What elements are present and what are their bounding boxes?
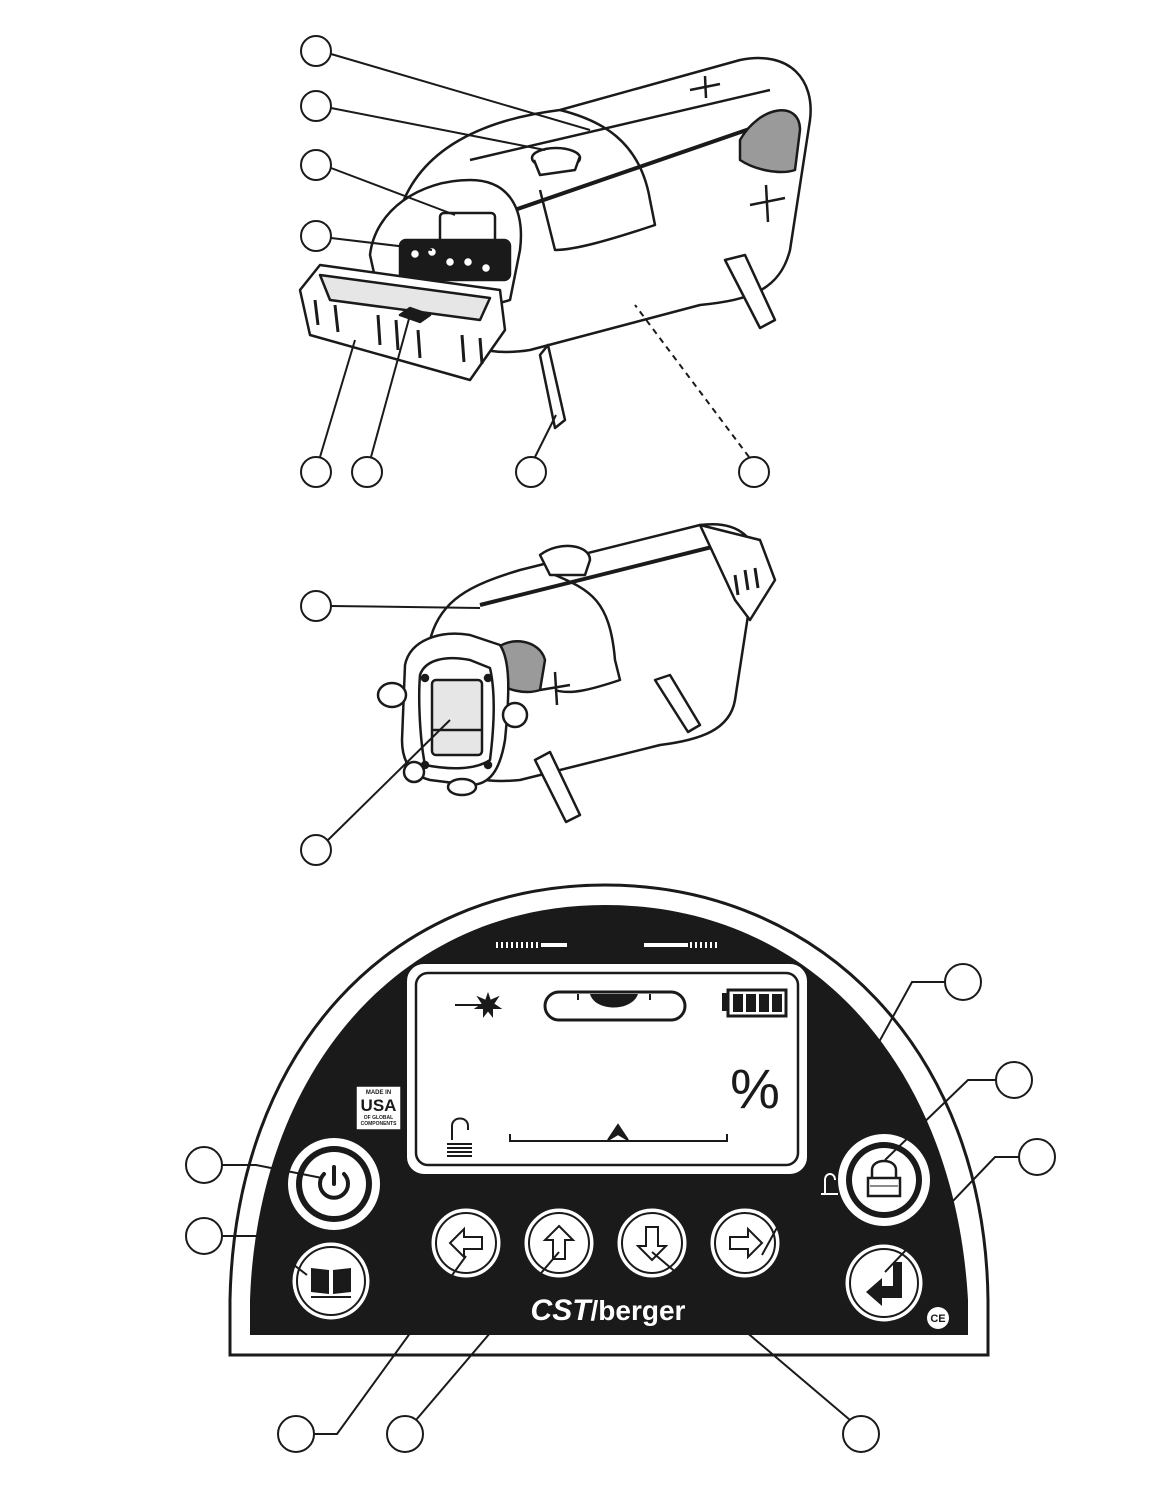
front-key	[410, 249, 420, 259]
callout-circle	[301, 36, 331, 66]
callout-circle	[301, 150, 331, 180]
pipe-laser-rear-view	[378, 524, 775, 822]
arrow-up-button[interactable]	[523, 1207, 595, 1279]
leader-line	[535, 415, 556, 457]
top-knob	[540, 546, 590, 575]
rear-window	[432, 680, 482, 755]
screw	[422, 675, 428, 681]
ce-mark-text: CE	[930, 1313, 945, 1325]
brand-logo: CST/berger	[531, 1294, 686, 1327]
brand-name-bold: CST	[531, 1294, 594, 1327]
leader-line	[320, 340, 355, 457]
front-key	[445, 257, 455, 267]
arrow-right-button[interactable]	[709, 1207, 781, 1279]
callout-circle	[516, 457, 546, 487]
callout-circle	[301, 91, 331, 121]
callout-circle	[301, 221, 331, 251]
level-vial-icon	[545, 992, 685, 1020]
callout-circle	[352, 457, 382, 487]
brand-name-regular: /berger	[591, 1295, 686, 1326]
screw	[485, 675, 491, 681]
screw	[485, 762, 491, 768]
enter-button[interactable]	[844, 1243, 924, 1323]
callout-circle	[843, 1416, 879, 1452]
callout-circle	[387, 1416, 423, 1452]
leader-line-dashed	[635, 305, 749, 457]
battery-icon	[722, 990, 786, 1016]
ce-mark: CE	[927, 1307, 949, 1329]
badge-line2: USA	[361, 1096, 397, 1115]
callout-circle	[1019, 1139, 1055, 1175]
lock-button[interactable]	[838, 1134, 930, 1226]
callout-circle	[301, 835, 331, 865]
callout-circle	[301, 591, 331, 621]
callout-circle	[739, 457, 769, 487]
front-key	[463, 257, 473, 267]
made-in-usa-badge: MADE IN USA OF GLOBAL COMPONENTS	[356, 1086, 401, 1130]
front-key	[481, 263, 491, 273]
control-panel: % MADE IN USA OF GLOBAL COMPONENTS	[230, 885, 988, 1355]
side-bumper	[503, 703, 527, 727]
callout-circle	[945, 964, 981, 1000]
leg-front	[540, 345, 565, 428]
power-button[interactable]	[288, 1138, 380, 1230]
arrow-down-button[interactable]	[616, 1207, 688, 1279]
leader-line	[331, 54, 590, 130]
callout-circle	[186, 1147, 222, 1183]
manual-button[interactable]	[291, 1241, 371, 1321]
callout-circle	[278, 1416, 314, 1452]
side-bumper	[448, 779, 476, 795]
callout-circle	[996, 1062, 1032, 1098]
arrow-left-button[interactable]	[430, 1207, 502, 1279]
front-key	[427, 247, 437, 257]
callout-circle	[301, 457, 331, 487]
callout-circle	[186, 1218, 222, 1254]
badge-line4: COMPONENTS	[361, 1121, 398, 1127]
grade-unit-symbol: %	[730, 1057, 780, 1120]
side-bumper	[404, 762, 424, 782]
side-bumper	[378, 683, 406, 707]
